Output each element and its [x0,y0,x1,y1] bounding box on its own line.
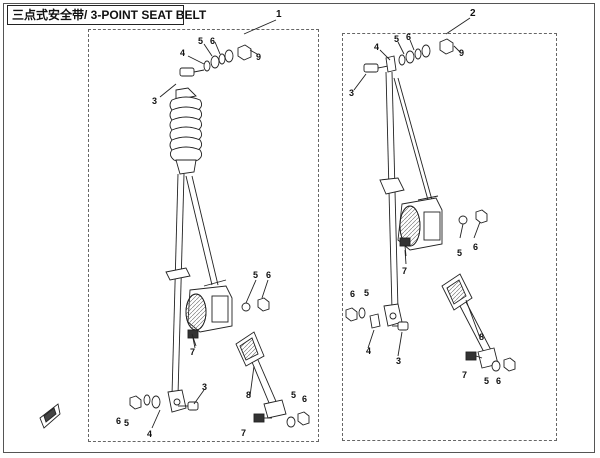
callout-part: 6 [473,242,478,252]
retractor [397,195,443,251]
top-anchor-bolt [179,67,205,77]
leader-line [397,331,403,357]
callout-part: 5 [124,418,129,428]
callout-part: 4 [374,42,379,52]
callout-part: 6 [210,36,215,46]
upper-hardware-stack [203,44,252,72]
leader-line [404,249,407,265]
leader-line [261,279,269,299]
leader-line [465,299,481,339]
callout-part: 8 [246,390,251,400]
washer [458,215,468,225]
callout-part: 8 [479,332,484,342]
callout-part: 5 [394,34,399,44]
callout-part: 6 [302,394,307,404]
drawing-frame [3,3,595,453]
callout-part: 4 [147,429,152,439]
upper-hardware-stack [385,38,454,73]
assembly-1-drawing [39,19,310,429]
leader-line [214,41,221,55]
callout-part: 4 [366,346,371,356]
buckle-assembly [235,331,287,419]
bottom-hardware-stack [345,307,409,331]
retractor-bolt [187,329,199,349]
callout-part: 3 [152,96,157,106]
leader-line [187,55,205,65]
diagram-title: 三点式安全带/ 3-POINT SEAT BELT [7,5,206,25]
guide-bracket [379,177,405,195]
callout-part: 7 [402,266,407,276]
callout-part: 6 [116,416,121,426]
leader-line [159,83,177,98]
assembly-panel-2 [342,33,557,441]
retractor [185,279,233,333]
buckle-bolt [253,413,272,423]
callout-part: 7 [462,370,467,380]
callout-part: 7 [241,428,246,438]
buckle-hardware [286,411,310,428]
callout-part: 4 [180,48,185,58]
bottom-hardware-stack [129,394,199,411]
guide-bracket [165,267,191,281]
top-anchor-bolt [363,63,389,73]
leader-line [397,41,405,55]
callout-assembly-2: 2 [470,8,476,19]
callout-part: 3 [396,356,401,366]
webbing-strap [171,173,219,396]
callout-part: 6 [496,376,501,386]
buckle-assembly [441,273,499,369]
leader-line [409,39,415,51]
callout-part: 9 [256,52,261,62]
callout-part: 5 [253,270,258,280]
leader-line [453,45,461,53]
callout-part: 5 [457,248,462,258]
callout-part: 5 [364,288,369,298]
leader-line [353,73,367,91]
leader-line [459,223,464,239]
assembly-panel-1 [88,29,319,442]
leader-line [445,17,471,35]
callout-assembly-1: 1 [276,9,282,20]
leader-line [249,49,258,55]
callout-part: 6 [406,32,411,42]
leader-line [367,329,375,349]
callout-part: 6 [350,289,355,299]
callout-part: 7 [190,347,195,357]
washer [241,302,251,312]
callout-part: 5 [198,36,203,46]
buckle-hardware [491,357,516,372]
callout-part: 6 [266,270,271,280]
assembly-2-callouts: 2 3 4 5 6 9 5 6 7 6 5 4 3 8 7 5 6 [349,8,501,386]
leader-line [151,409,161,429]
leader-line [193,389,205,405]
leader-line [191,333,197,347]
leader-line [473,221,481,239]
leader-line [379,49,391,61]
leader-line [249,365,255,397]
leader-line [203,43,213,57]
bottom-anchor-plate [167,389,187,413]
callout-part: 3 [202,382,207,392]
callout-part: 3 [349,88,354,98]
callout-part: 5 [291,390,296,400]
nut [257,297,270,312]
leader-line [243,19,277,35]
assembly-1-callouts: 1 3 4 5 6 9 5 6 7 6 5 4 3 8 7 5 6 [116,9,307,439]
front-direction-badge [39,403,61,429]
assembly-2-drawing [345,17,516,372]
callout-part: 9 [459,48,464,58]
nut [475,209,488,224]
callout-part: 5 [484,376,489,386]
bellows-boot [169,87,203,175]
leader-line [245,279,257,304]
buckle-bolt [465,351,483,361]
